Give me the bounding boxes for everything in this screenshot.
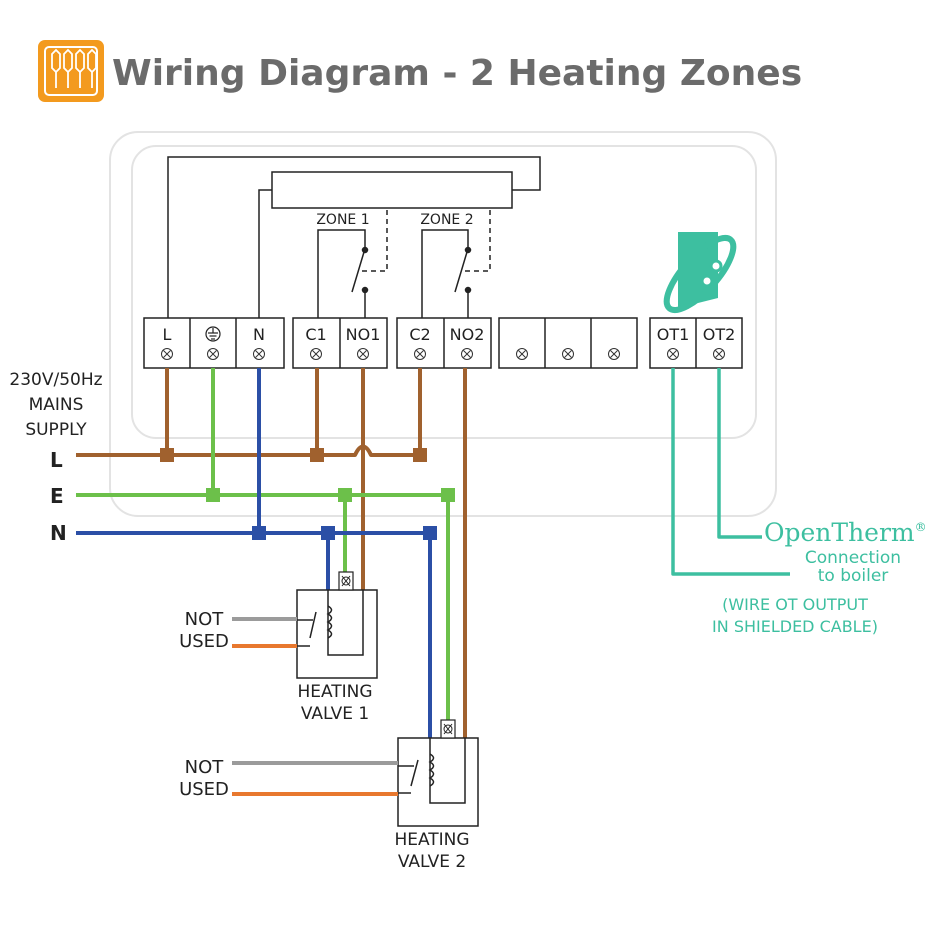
mains-supply-label-line1: 230V/50Hz (9, 370, 102, 390)
neutral-label: N (50, 521, 67, 545)
internal-circuit (168, 157, 540, 320)
valve1-label-line2: VALVE 1 (301, 704, 369, 724)
live-label: L (50, 448, 63, 472)
valve1-label-line1: HEATING (297, 682, 372, 702)
zone-2-label: ZONE 2 (420, 212, 473, 228)
terminal-no2-label: NO2 (450, 325, 485, 344)
opentherm-note-line1: (WIRE OT OUTPUT (722, 595, 868, 614)
terminal-blocks (144, 318, 742, 368)
terminal-ot2-label: OT2 (703, 325, 736, 344)
valve2-not-used-label-line1: NOT (185, 757, 225, 778)
terminal-no1-label: NO1 (346, 325, 381, 344)
page-title: Wiring Diagram - 2 Heating Zones (112, 53, 802, 94)
valve1-not-used-label-line2: USED (179, 631, 229, 652)
opentherm-logo-icon (657, 228, 744, 319)
opentherm-brand-label: OpenTherm® (764, 518, 927, 547)
mains-supply-label-line3: SUPPLY (25, 420, 87, 440)
wiring-terminal-icon (38, 40, 104, 102)
valve2-not-used-label-line2: USED (179, 779, 229, 800)
opentherm-connection-line2: to boiler (818, 566, 889, 586)
terminal-c2-label: C2 (409, 325, 430, 344)
valve2-label-line1: HEATING (394, 830, 469, 850)
valve1-not-used-label-line1: NOT (185, 609, 225, 630)
opentherm-connection-line1: Connection (805, 548, 901, 568)
opentherm-note-line2: IN SHIELDED CABLE) (712, 617, 878, 636)
zone-1-label: ZONE 1 (316, 212, 369, 228)
terminal-n-label: N (253, 325, 265, 344)
valve2-label-line2: VALVE 2 (398, 852, 466, 872)
terminal-l-label: L (163, 325, 172, 344)
earth-label: E (50, 484, 64, 508)
terminal-ot1-label: OT1 (657, 325, 690, 344)
live-bus-wire (76, 447, 420, 456)
mains-supply-label-line2: MAINS (29, 395, 84, 415)
terminal-c1-label: C1 (305, 325, 326, 344)
